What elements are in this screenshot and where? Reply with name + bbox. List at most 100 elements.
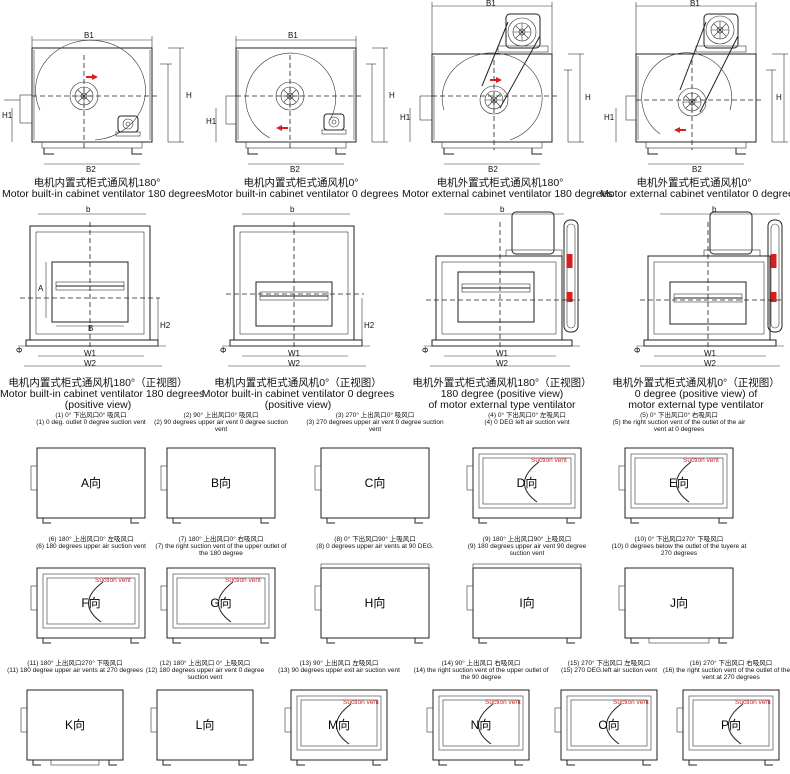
dim-h1: H1 [2,111,13,120]
suction-vent-label: Suction vent [343,699,379,706]
dim-w2-3: W2 [496,359,508,368]
dim-w2-4: W2 [704,359,716,368]
dim-h1-3: H1 [400,113,411,122]
caption-top-3: 电机外置式柜式通风机180° Motor external cabinet ve… [402,177,613,200]
direction-mark: I向 [519,595,534,610]
front-view-2 [222,213,370,367]
side-view-1 [4,36,184,165]
variant-11: K向 [20,689,124,766]
variant-caption-1: (1) 0° 下出风口0° 吸风口(1) 0 deg. outlet 0 deg… [36,412,146,426]
direction-mark: O向 [598,717,619,732]
dim-h-4: H [776,93,782,102]
dim-w1-3: W1 [496,349,508,358]
side-view-4 [615,2,788,165]
variant-3: C向 [314,447,430,524]
dim-b1-4: B1 [690,0,700,8]
caption-top-1: 电机内置式柜式通风机180° Motor built-in cabinet ve… [2,177,207,200]
side-view-3 [409,2,584,165]
dim-w1-1: W1 [84,349,96,358]
direction-mark: H向 [365,595,386,610]
direction-mark: P向 [721,717,741,732]
variant-caption-3: (3) 270° 上出风口0° 吸风口(3) 270 degrees upper… [306,412,444,433]
front-view-4 [636,211,784,367]
dim-phi-4: Φ [634,346,641,355]
dim-h2-1: H2 [160,321,171,330]
dim-h2-2: H2 [364,321,375,330]
dim-b-4: b [712,205,717,214]
direction-mark: E向 [669,475,689,490]
dim-b-2: b [290,205,295,214]
caption-mid-3: 电机外置式柜式通风机180°（正视图） 180 degree (positive… [412,377,592,411]
variant-1: A向 [30,447,146,524]
variant-caption-7: (7) 180° 上出风口0° 右吸风口(7) the right suctio… [155,536,287,557]
direction-mark: L向 [196,717,215,732]
suction-vent-label: Suction vent [613,699,649,706]
suction-vent-label: Suction vent [95,577,131,584]
dim-b2-2: B2 [290,165,300,174]
direction-mark: J向 [670,595,688,610]
variant-10: J向 [618,567,734,644]
dim-b1-2: B1 [288,31,298,40]
caption-top-4: 电机外置式柜式通风机0° Motor external cabinet vent… [600,177,790,200]
variant-caption-14: (14) 90° 上出风口 右吸风口(14) the right suction… [413,660,549,681]
direction-mark: B向 [211,475,231,490]
dim-b2: B2 [86,165,96,174]
caption-mid-4: 电机外置式柜式通风机0°（正视图） 0 degree (positive vie… [612,377,780,411]
variant-9: I向 [466,563,582,644]
suction-vent-label: Suction vent [531,457,567,464]
dim-w1-2: W1 [288,349,300,358]
dim-b-1: b [86,205,91,214]
caption-mid-1: 电机内置式柜式通风机180°（正视图） Motor built-in cabin… [0,377,205,411]
variant-caption-8: (8) 0° 下出风口90° 上吸风口(8) 0 degrees upper a… [316,536,434,550]
variant-12: L向 [150,689,254,766]
direction-mark: A向 [81,475,101,490]
variant-8: H向 [314,563,430,644]
variant-caption-5: (5) 0° 下出风口0° 右吸风口(5) the right suction … [612,412,746,433]
direction-mark: K向 [65,717,85,732]
dim-phi-2: Φ [220,346,227,355]
dim-w2-1: W2 [84,359,96,368]
dim-phi-1: Φ [16,346,23,355]
dim-b-3: b [500,205,505,214]
dim-h-3: H [585,93,591,102]
side-view-2 [215,36,388,165]
direction-mark: F向 [81,595,100,610]
variant-caption-10: (10) 0° 下出风口270° 下吸风口(10) 0 degrees belo… [611,536,747,557]
variant-2: B向 [160,447,276,524]
dim-phi-3: Φ [422,346,429,355]
direction-mark: G向 [210,595,231,610]
dim-B-1: B [88,324,94,333]
variant-caption-15: (15) 270° 下出风口 左吸风口(15) 270 DEG.left air… [560,660,658,674]
variant-caption-12: (12) 180° 上出风口 0° 上吸风口(12) 180 degrees u… [145,660,265,681]
variant-caption-4: (4) 0° 下出风口0° 左吸风口(4) 0 DEG left air suc… [484,412,570,426]
dim-h-2: H [389,91,395,100]
direction-mark: D向 [517,475,538,490]
suction-vent-label: Suction vent [225,577,261,584]
dim-b2-4: B2 [692,165,702,174]
variant-caption-11: (11) 180° 上出风口270° 下吸风口(11) 180 degree u… [7,660,143,674]
variant-caption-13: (13) 90° 上出风口 左吸风口(13) 90 degrees upper … [278,660,400,674]
dim-w2-2: W2 [288,359,300,368]
variant-caption-2: (2) 90° 上出风口0° 吸风口(2) 90 degrees upper a… [154,412,288,433]
dim-A-1: A [38,284,44,293]
dim-b1: B1 [84,31,94,40]
dim-h: H [186,91,192,100]
suction-vent-label: Suction vent [485,699,521,706]
dim-h1-2: H1 [206,117,217,126]
caption-top-2: 电机内置式柜式通风机0° Motor built-in cabinet vent… [206,177,399,200]
direction-mark: M向 [328,717,350,732]
variant-caption-6: (6) 180° 上出风口0° 左吸风口(6) 180 degrees uppe… [36,536,146,550]
front-view-1 [18,213,166,367]
dim-h1-4: H1 [604,113,615,122]
dim-b1-3: B1 [486,0,496,8]
dim-w1-4: W1 [704,349,716,358]
